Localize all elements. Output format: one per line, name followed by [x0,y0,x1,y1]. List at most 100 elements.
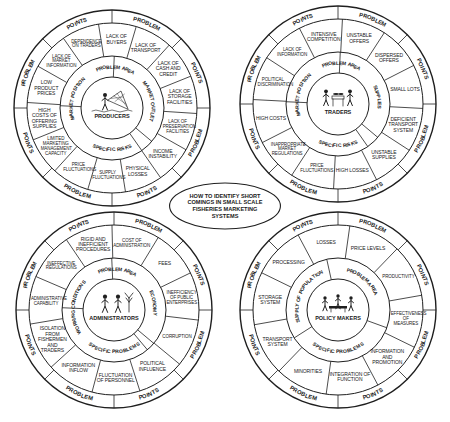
title: HOW TO IDENTIFY SHORT COMINGS IN SMALL S… [183,193,267,219]
figure-stroke [108,91,128,109]
problem-text: PRICE LEVELS [348,246,388,251]
problem-segment: ADMINISTRATIVE CAPABILITY [31,297,61,307]
problem-segment: SMALL LOTS [390,87,420,92]
problem-wheel: PROBLEMPOINTSPROBLEMPOINTSPROBLEMPOINTSP… [14,10,210,206]
problem-text: FLUCTUATION OF PERSONNEL [96,373,135,384]
problem-text: DEPENDENCE ON TRADERS [71,40,101,50]
actor-illustration [83,279,145,341]
problem-segment: HIGH COSTS [256,116,286,121]
stall-table [332,96,344,99]
letter: O [150,102,156,106]
problem-text: INTEGRATION OF FUNCTION [329,372,371,383]
problem-text: PROCESSING [271,260,307,265]
problem-wheel: PROBLEMPOINTSPROBLEMPOINTSPROBLEMPOINTSP… [16,212,212,408]
problem-wheel: PROBLEMPOINTSPROBLEMPOINTSPROBLEMPOINTSP… [240,212,436,408]
letter: A [132,271,138,278]
problem-text: INFORMATION INFLOW [60,363,96,374]
letter: P [293,309,299,313]
figure-stroke [333,99,343,106]
problem-text: INEFFICIENCY OF PUBLIC ENTERPRISES [166,291,196,306]
letter: F [107,146,111,152]
problem-segment: LOW PRODUCT PRICES [31,80,61,96]
problem-text: DISPERSED OFFERS [373,53,405,64]
problem-segment: EFFECTIVENESS OF MEASURES [391,312,421,327]
problem-segment: RIGID AND INEFFICIENT PROCEDURES [74,237,112,253]
figure-head [336,294,339,297]
problem-text: STORAGE SYSTEM [255,295,285,306]
letter [334,348,336,354]
problem-segment: PRICE LEVELS [348,246,388,251]
problem-text: DEFICIENT TRANSPORT SYSTEM [388,117,419,133]
figure-stroke [347,93,353,105]
letter: L [376,98,382,102]
problem-area-ring: PROBLEM AREAMARKET POSITIONMARKET OUTLET… [60,56,164,160]
problem-text: HIGH COSTS OF OFFERING SUPPLIES [29,108,59,130]
problem-area-ring: PROBLEM AREAMARKET POSITIONSUPPLIESSPECI… [286,52,390,156]
problem-text: POLITICAL DISCRIMINATION [258,78,289,88]
problem-segment: LACK OF TRANSPORT [130,43,160,54]
figure-stroke [322,300,327,311]
letter [110,348,112,354]
problem-wheel: PROBLEMPOINTSPROBLEMPOINTSPROBLEMPOINTSP… [240,6,436,202]
actor-illustration [307,279,369,341]
ring-circle [60,56,164,160]
letter: C [337,142,341,148]
meeting-table [329,306,347,309]
letter: L [293,306,299,309]
problem-text: FEES [148,261,182,266]
actor-circle: ADMINISTRATORS [83,279,145,341]
letter: G [69,310,75,314]
actor-circle: TRADERS [307,73,369,135]
letter: M [342,60,347,67]
ring-circle [16,212,212,408]
problem-segment: LACK OF CASH AND CREDIT [153,61,183,77]
figure-head [324,89,328,93]
letter: U [150,106,156,110]
problem-segment: INEFFICIENCY OF PUBLIC ENTERPRISES [166,291,196,306]
problem-segment: ISOLATION FROM FISHERMEN AND TRADERS [37,326,69,353]
problem-segment: PRODUCTIVITY [382,275,415,280]
problem-area-ring: SUPPLY OF POPULATIONPROBLEM AREASPECIFIC… [286,258,390,362]
ring-circle [286,52,390,156]
letter: A [356,65,362,72]
ring-circle [29,225,199,395]
ring-circle [81,77,143,139]
problem-segment: PRICE FLUCTUATIONS [63,163,93,173]
letter: K [67,105,73,109]
letter: Y [294,303,300,307]
letter: R [293,105,299,109]
figure-head [103,295,107,299]
problem-area-ring: PROBLEM AREAWORKING CONDITIONSECONOMYSPE… [62,258,166,362]
problem-segment: LACK OF PRESERVATION FACILITIES [163,120,193,135]
problem-text: LACK OF TRANSPORT [130,43,160,54]
figure-head [116,295,120,299]
problem-text: ISOLATION FROM FISHERMEN AND TRADERS [37,326,69,353]
problem-segment: INCOME INSTABILITY [148,149,178,160]
segment-dividers [16,212,212,408]
problem-text: PRICE FLUCTUATIONS [299,164,334,174]
letter: T [148,118,155,123]
problem-segment: FLUCTUATION OF PERSONNEL [96,373,135,384]
problem-segment: HIGH LOSSES [335,168,370,173]
problem-text: LACK OF CASH AND CREDIT [153,61,183,77]
letter: B [108,266,112,272]
actor-circle: PRODUCERS [81,77,143,139]
problem-text: MINORITIES [288,369,328,374]
problem-text: LOW PRODUCT PRICES [31,80,61,96]
letter: K [293,101,299,105]
actor-circle: POLICY MAKERS [307,279,369,341]
actor-name: TRADERS [307,109,369,115]
problem-segment: DEFICIENT TRANSPORT SYSTEM [388,117,419,133]
figure-head [348,89,352,93]
ring-circle [307,73,369,135]
figure-stroke [331,309,345,313]
ring-circle [286,258,390,362]
problem-text: LOSSES [305,240,347,245]
problem-text: COST OF ADMINISTRATION [113,239,151,249]
problem-text: HIGH COSTS [256,116,286,121]
problem-segment: DISPERSED OFFERS [373,53,405,64]
problem-segment: PHYSICAL LOSSES [122,166,152,177]
problem-segment: UNSTABLE SUPPLIES [367,150,400,161]
figure-stroke [92,110,132,112]
